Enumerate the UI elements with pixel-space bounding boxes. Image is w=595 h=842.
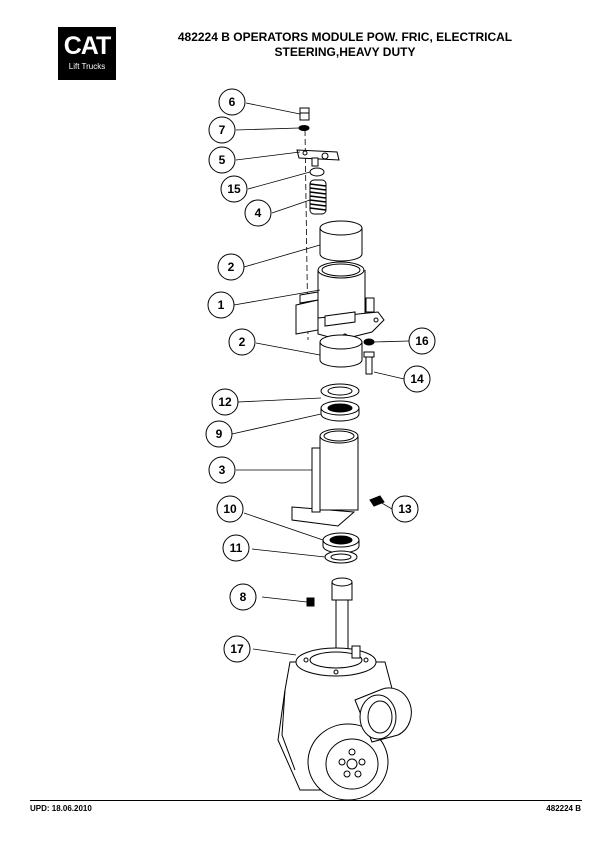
callout-circle-2-upper [217, 253, 245, 281]
part-12-washer [320, 383, 360, 399]
callout-circle-11 [222, 534, 250, 562]
callout-14: 14 [410, 372, 424, 386]
callout-13: 13 [398, 502, 412, 516]
callout-10: 10 [223, 502, 237, 516]
part-1-column-housing [295, 261, 385, 341]
callout-circle-12 [211, 388, 239, 416]
callout-5: 5 [219, 153, 226, 167]
leader-lines [231, 102, 410, 656]
callout-2-upper: 2 [228, 260, 235, 274]
callout-circle-2-lower [228, 328, 256, 356]
callout-circle-15 [220, 175, 248, 203]
callout-circle-3 [208, 456, 236, 484]
callout-circle-8 [229, 583, 257, 611]
callout-circle-6 [218, 88, 246, 116]
callout-7: 7 [219, 123, 226, 137]
part-2-upper-bushing [319, 220, 363, 262]
callout-3: 3 [219, 463, 226, 477]
footer-divider [30, 800, 582, 801]
part-3-column-tube [291, 428, 359, 527]
part-10-bearing [322, 532, 360, 554]
callout-1: 1 [218, 298, 225, 312]
callout-8: 8 [240, 590, 247, 604]
callout-6: 6 [229, 95, 236, 109]
callout-circle-13 [391, 495, 419, 523]
part-15-nut [309, 167, 325, 177]
callout-11: 11 [230, 541, 243, 555]
part-14-bolt [363, 351, 375, 375]
callout-17: 17 [230, 642, 244, 656]
part-16-washer [363, 338, 375, 346]
part-6-screw [299, 107, 310, 121]
part-17-drive-unit [277, 577, 412, 801]
part-13-clip [369, 495, 385, 507]
part-9-bearing [320, 400, 360, 422]
cat-logo: CAT Lift Trucks [58, 27, 116, 80]
part-4-spring [309, 179, 327, 215]
callout-15: 15 [227, 182, 241, 196]
part-8-key [306, 597, 315, 607]
logo-brand: CAT [63, 32, 112, 60]
logo-subtitle: Lift Trucks [68, 62, 106, 71]
callout-circle-14 [403, 365, 431, 393]
footer-code: 482224 B [546, 804, 581, 813]
callout-16: 16 [415, 334, 429, 348]
callout-circle-1 [207, 291, 235, 319]
footer-updated: UPD: 18.06.2010 [30, 804, 92, 813]
callout-circle-10 [216, 495, 244, 523]
callout-circle-4 [244, 199, 272, 227]
part-5-bracket [296, 149, 340, 167]
title-line-1: 482224 B OPERATORS MODULE POW. FRIC, ELE… [177, 30, 513, 44]
part-11-washer [324, 550, 358, 564]
page-title: 482224 B OPERATORS MODULE POW. FRIC, ELE… [130, 30, 560, 60]
callout-circle-17 [223, 635, 251, 663]
part-2-lower-bushing [319, 334, 363, 368]
part-7-washer [298, 125, 310, 131]
callout-circle-9 [205, 420, 233, 448]
callout-circle-16 [408, 327, 436, 355]
callout-4: 4 [255, 206, 262, 220]
callout-circle-7 [208, 116, 236, 144]
callout-2-lower: 2 [239, 335, 246, 349]
callout-12: 12 [218, 395, 232, 409]
callout-9: 9 [216, 427, 223, 441]
callout-circle-5 [208, 146, 236, 174]
title-line-2: STEERING,HEAVY DUTY [274, 45, 416, 59]
